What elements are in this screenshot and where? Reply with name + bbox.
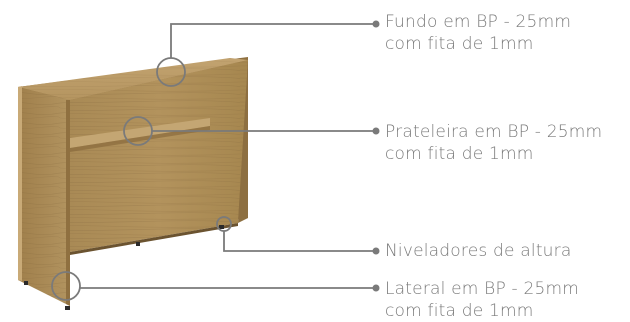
callout-lateral (51, 271, 380, 301)
shelf-panel (70, 118, 210, 152)
callout-fundo (156, 20, 380, 87)
callout-fundo-dot (372, 20, 380, 28)
leveler-foot (65, 306, 70, 310)
label-fundo-line2: com fita de 1mm (385, 34, 534, 54)
callout-lateral-circle (51, 271, 81, 301)
label-prateleira: Prateleira em BP - 25mm com fita de 1mm (385, 121, 602, 165)
front-panel (18, 58, 248, 252)
label-fundo: Fundo em BP - 25mm com fita de 1mm (385, 11, 571, 55)
label-fundo-line1: Fundo em BP - 25mm (385, 12, 572, 32)
callout-prateleira-dot (372, 127, 380, 135)
callout-fundo-leader (170, 23, 376, 58)
label-prateleira-line1: Prateleira em BP - 25mm (385, 122, 603, 142)
callout-niveladores-leader (223, 231, 376, 252)
callout-niveladores (216, 216, 380, 255)
label-niveladores-line1: Niveladores de altura (385, 241, 572, 261)
leveler-foot (219, 225, 224, 229)
callout-niveladores-dot (372, 247, 380, 255)
label-lateral-line2: com fita de 1mm (385, 301, 534, 321)
side-panel (18, 86, 70, 306)
front-panel-bottom-edge (70, 223, 238, 255)
leveler-foot (136, 242, 140, 246)
label-lateral-line1: Lateral em BP - 25mm (385, 279, 580, 299)
leveler-foot (24, 281, 28, 285)
callout-prateleira (123, 116, 380, 146)
callout-lateral-dot (372, 284, 380, 292)
label-lateral: Lateral em BP - 25mm com fita de 1mm (385, 278, 579, 322)
label-prateleira-line2: com fita de 1mm (385, 144, 534, 164)
label-niveladores: Niveladores de altura (385, 240, 571, 262)
leveler-feet (24, 225, 224, 310)
